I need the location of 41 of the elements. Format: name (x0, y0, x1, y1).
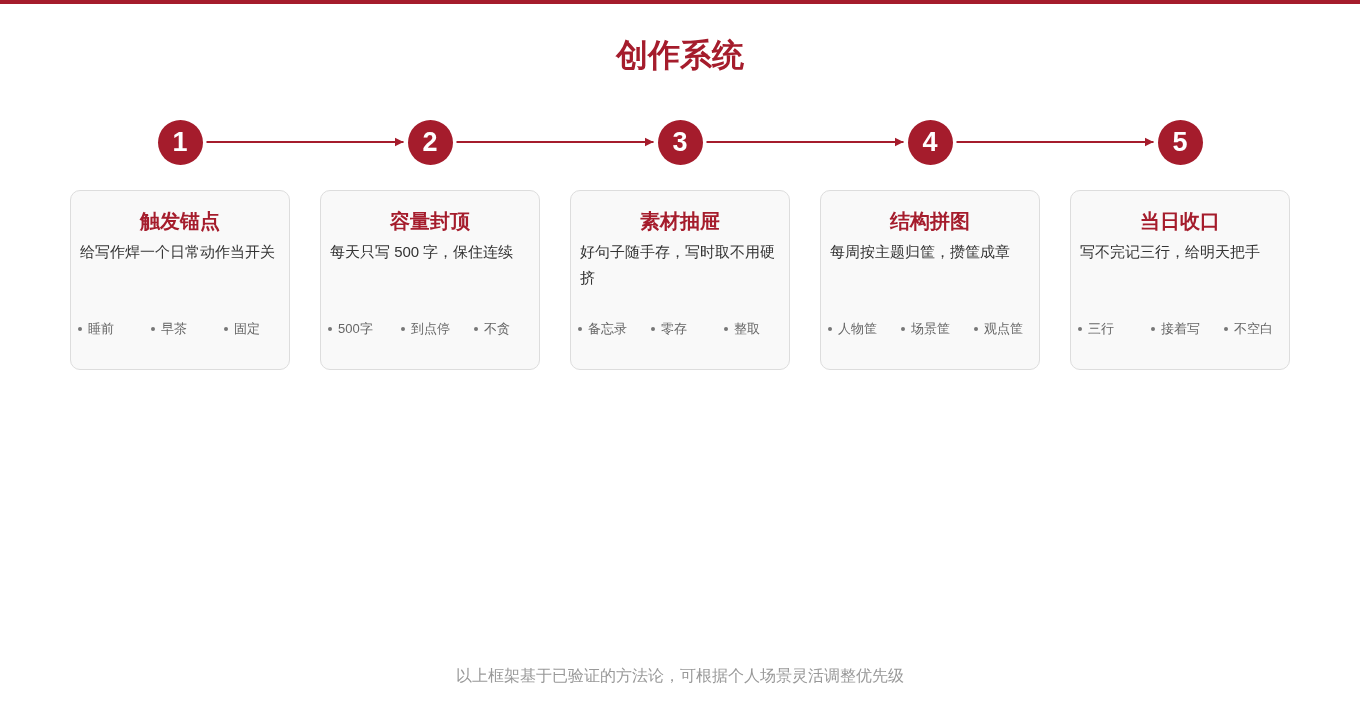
arrow (705, 137, 905, 147)
card-text: 每周按主题归筐，攒筐成章 (830, 242, 1010, 262)
arrow (955, 137, 1155, 147)
step-circle: 5 (1157, 119, 1203, 165)
card-heading: 触发锚点 (140, 209, 220, 234)
step-card (820, 190, 1040, 370)
card-text: 每天只写 500 字，保住连续 (330, 242, 514, 262)
list-item: 早茶 (161, 320, 187, 338)
step-card (320, 190, 540, 370)
card-heading: 结构拼图 (890, 209, 970, 234)
list-item: 备忘录 (588, 320, 627, 338)
list-item: 场景筐 (911, 320, 950, 338)
list-item: 整取 (734, 320, 760, 338)
card-heading: 当日收口 (1140, 209, 1220, 234)
step-card (570, 190, 790, 370)
list-item: 观点筐 (984, 320, 1023, 338)
list-item: 500字 (338, 320, 373, 338)
list-item: 固定 (234, 320, 260, 338)
step-circle: 3 (657, 119, 703, 165)
title: 创作系统 (616, 36, 744, 75)
card-text: 给写作焊一个日常动作当开关 (80, 242, 275, 262)
caption: 以上框架基于已验证的方法论，可根据个人场景灵活调整优先级 (456, 666, 904, 686)
arrow (455, 137, 655, 147)
step-card (70, 190, 290, 370)
step-circle: 1 (157, 119, 203, 165)
step-circle: 2 (407, 119, 453, 165)
list-item: 到点停 (411, 320, 450, 338)
list-item: 不空白 (1234, 320, 1273, 338)
card-heading: 容量封顶 (390, 209, 470, 234)
arrow (205, 137, 405, 147)
list-item: 接着写 (1161, 320, 1200, 338)
card-text: 写不完记三行，给明天把手 (1080, 242, 1260, 262)
step-card (1070, 190, 1290, 370)
list-item: 睡前 (88, 320, 114, 338)
card-heading: 素材抽屉 (640, 209, 720, 234)
list-item: 不贪 (484, 320, 510, 338)
list-item: 人物筐 (838, 320, 877, 338)
list-item: 三行 (1088, 320, 1114, 338)
card-text: 好句子随手存，写时取不用硬挤 (580, 242, 776, 288)
list-item: 零存 (661, 320, 687, 338)
step-circle: 4 (907, 119, 953, 165)
